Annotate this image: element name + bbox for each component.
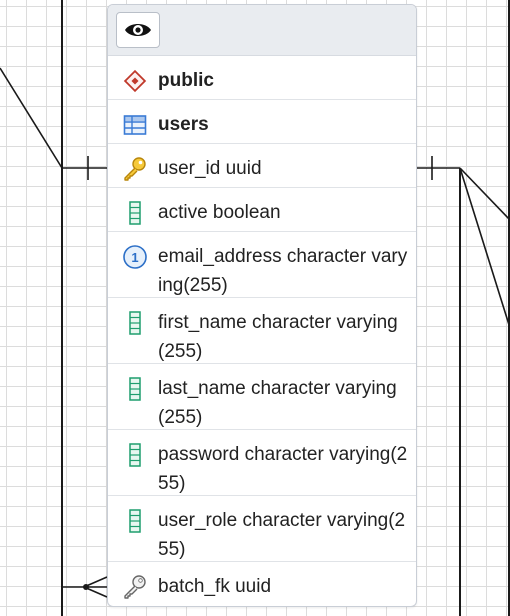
table-name: users <box>158 114 209 135</box>
left-diagonal-line <box>0 67 63 169</box>
column-label: first_name character varying(255) <box>158 312 398 362</box>
column-icon <box>122 310 148 336</box>
column-row-password[interactable]: password character varying(255) <box>108 430 416 496</box>
column-label: password character varying(255) <box>158 444 408 494</box>
column-icon <box>122 376 148 402</box>
column-icon <box>122 442 148 468</box>
foreign-key-icon <box>122 574 148 600</box>
toggle-details-button[interactable] <box>116 12 160 48</box>
column-label: user_role character varying(255) <box>158 510 406 560</box>
column-label: batch_fk uuid <box>158 576 272 597</box>
column-row-last-name[interactable]: last_name character varying(255) <box>108 364 416 430</box>
right-diagonal-line-upper <box>459 167 510 221</box>
column-row-email-address[interactable]: 1 email_address character varying(255) <box>108 232 416 298</box>
svg-text:1: 1 <box>131 250 138 265</box>
right-diagonal-line-lower <box>459 167 510 329</box>
column-row-active[interactable]: active boolean <box>108 188 416 232</box>
schema-row: public <box>108 56 416 100</box>
column-row-user-id[interactable]: user_id uuid <box>108 144 416 188</box>
eye-icon <box>125 24 151 36</box>
fk-crowsfoot-dot <box>83 584 89 590</box>
table-node-users[interactable]: public users user_id uuid <box>107 4 417 607</box>
unique-constraint-icon: 1 <box>122 244 148 270</box>
schema-name: public <box>158 70 214 91</box>
column-label: last_name character varying(255) <box>158 378 397 428</box>
primary-key-icon <box>122 156 148 182</box>
column-row-first-name[interactable]: first_name character varying(255) <box>108 298 416 364</box>
column-row-batch-fk[interactable]: batch_fk uuid <box>108 562 416 606</box>
table-node-header <box>108 5 416 56</box>
column-icon <box>122 508 148 534</box>
column-label: active boolean <box>158 202 281 223</box>
column-label: email_address character varying(255) <box>158 246 408 296</box>
column-row-user-role[interactable]: user_role character varying(255) <box>108 496 416 562</box>
column-label: user_id uuid <box>158 158 262 179</box>
table-icon <box>122 112 148 138</box>
canvas-edge <box>508 0 510 616</box>
column-icon <box>122 200 148 226</box>
schema-icon <box>122 68 148 94</box>
table-name-row: users <box>108 100 416 144</box>
